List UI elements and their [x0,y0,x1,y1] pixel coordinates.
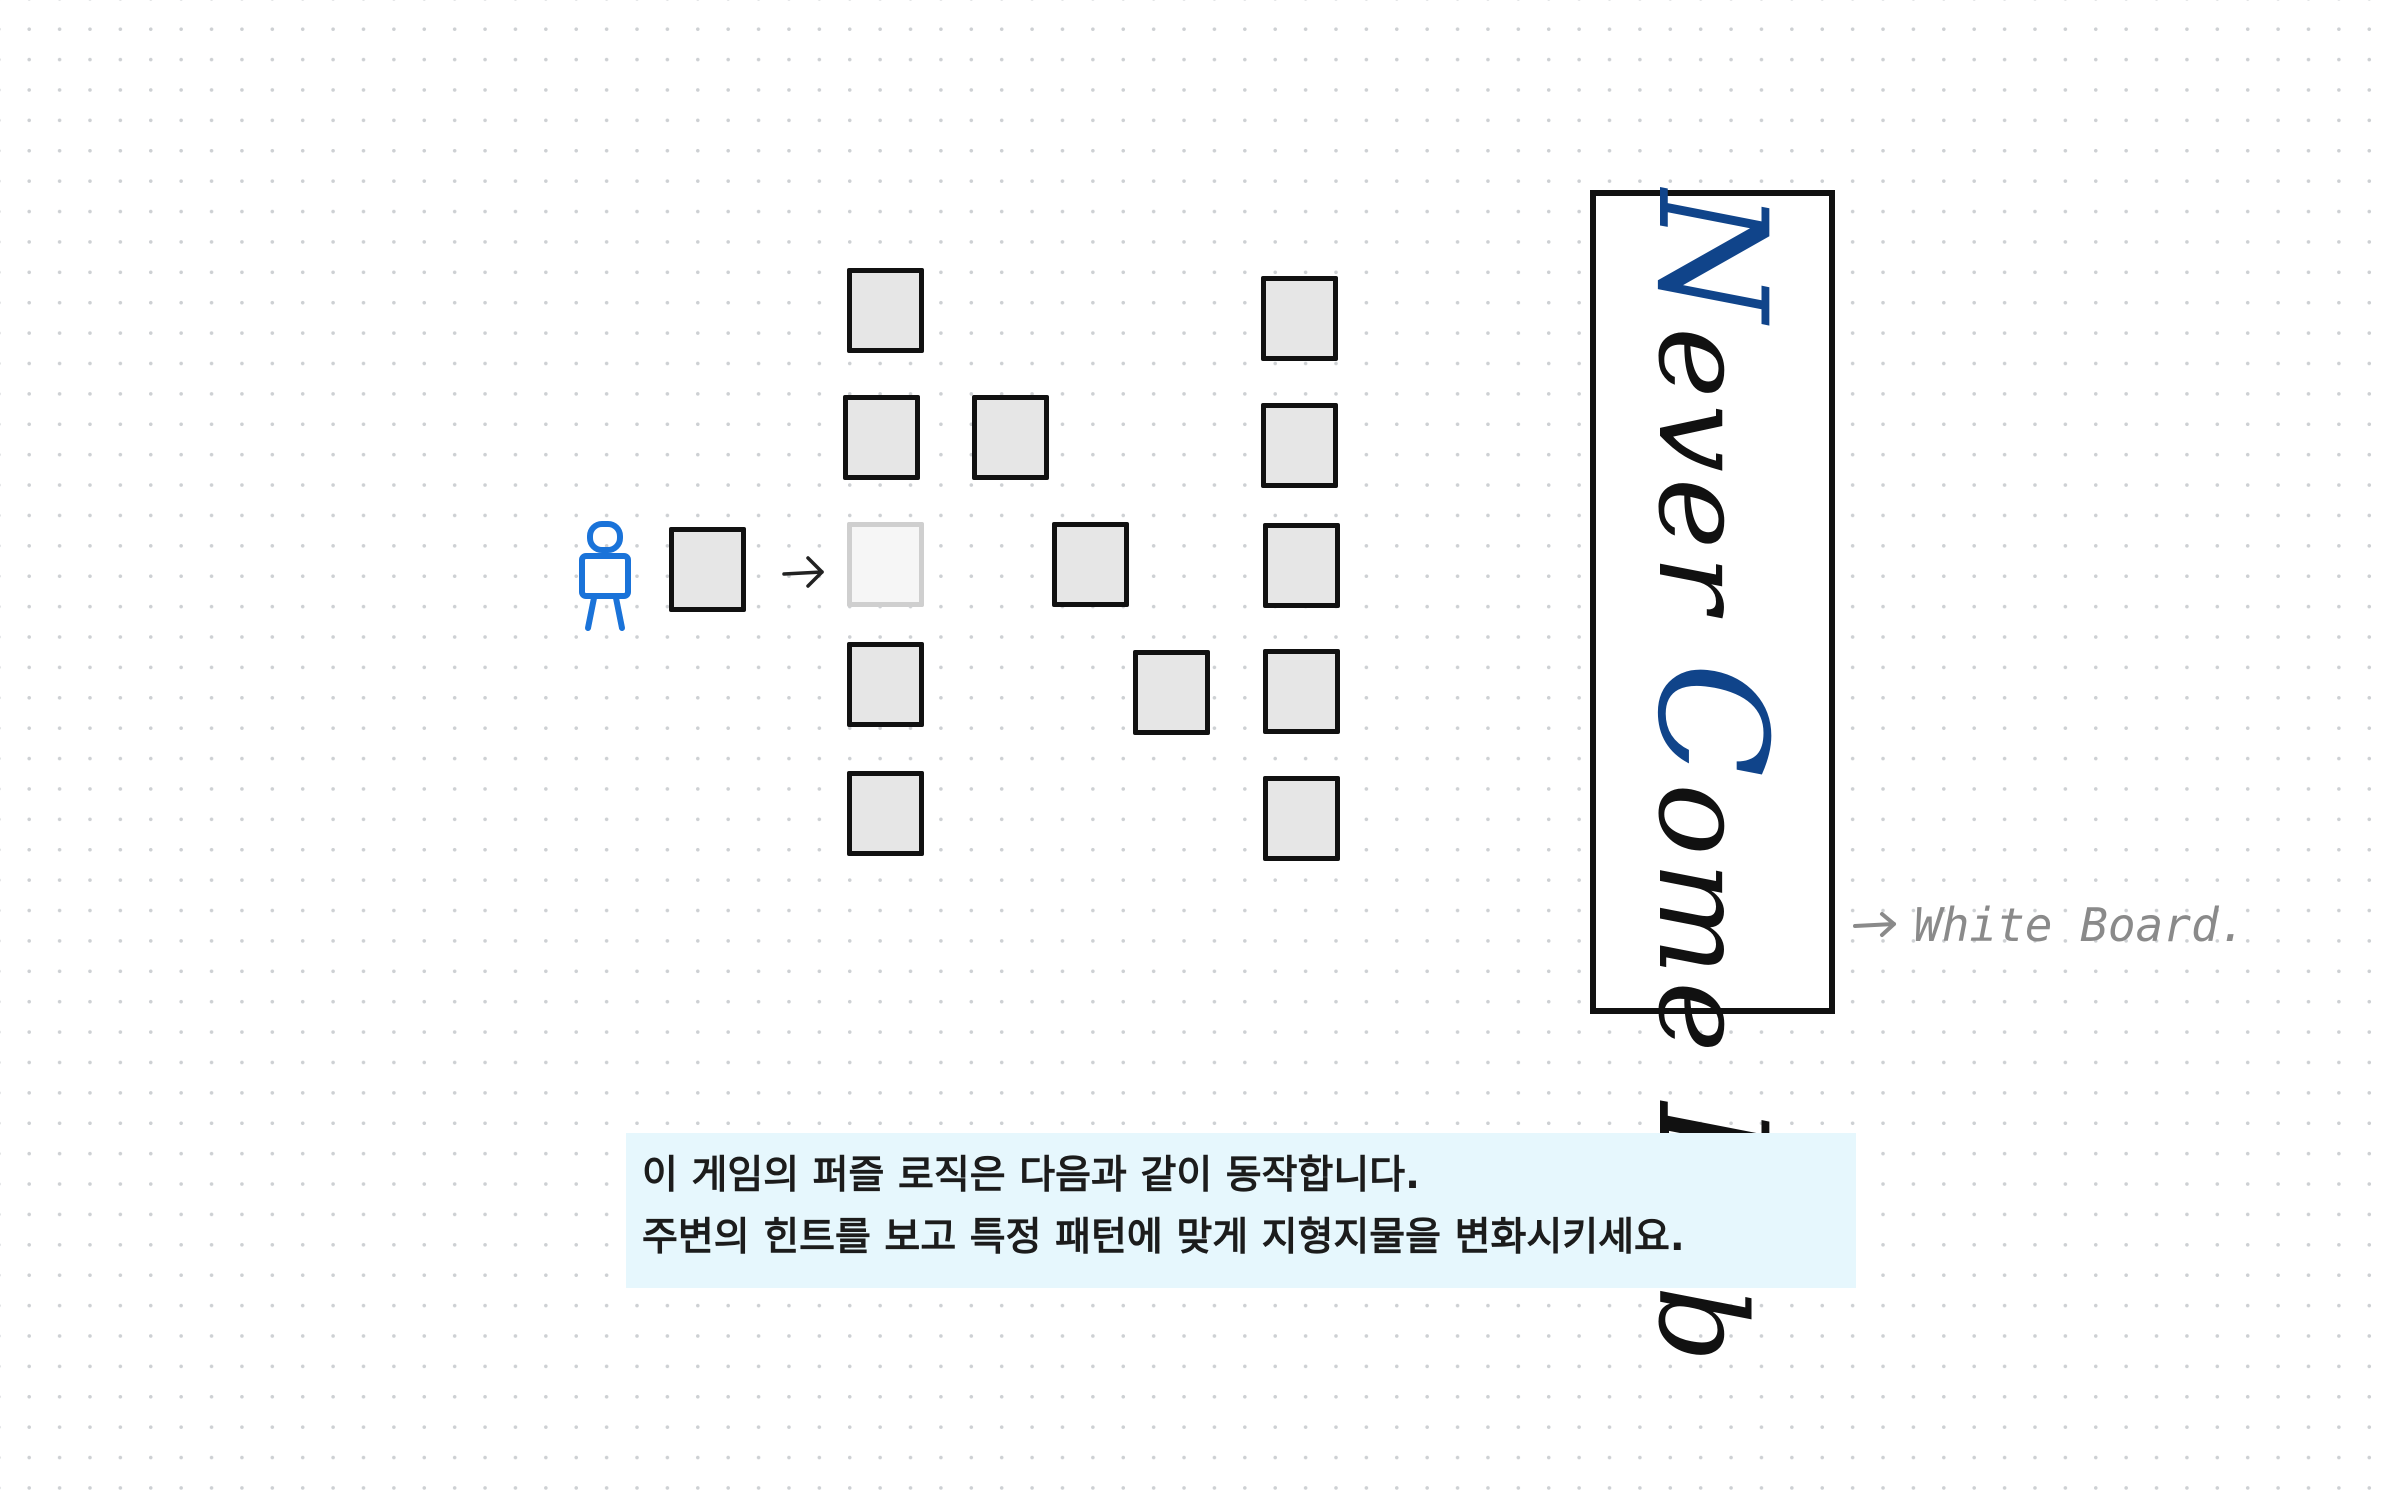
tile-right-col-4[interactable] [1263,649,1340,734]
sign-word-never-rest: ever [1631,327,1770,619]
tile-right-col-5[interactable] [1263,776,1340,861]
sign-word-come: Come [1620,663,1798,1059]
annotation-label: White Board. [1914,898,2247,952]
player-stick-figure-icon [579,521,631,631]
sign-word-never: Never [1620,190,1798,619]
tile-start[interactable] [669,527,746,612]
tile-right-col-3[interactable] [1263,523,1340,608]
title-sign-text: Never Come Lab [1624,190,1798,1369]
arrow-right-icon [782,556,824,588]
tile-diagonal-3[interactable] [1133,650,1210,735]
tile-left-col-5[interactable] [847,771,924,856]
tile-left-col-4[interactable] [847,642,924,727]
instruction-line-1: 이 게임의 퍼즐 로직은 다음과 같이 동작합니다. [642,1153,1421,1198]
whiteboard-annotation: White Board. [1852,898,2246,952]
tile-left-col-2[interactable] [843,395,920,480]
sign-word-come-rest: ome [1631,783,1770,1059]
sign-word-never-initial: N [1624,190,1798,328]
instruction-note: 이 게임의 퍼즐 로직은 다음과 같이 동작합니다. 주변의 힌트를 보고 특정… [626,1133,1856,1288]
tile-diagonal-2[interactable] [1052,522,1129,607]
tile-diagonal-1[interactable] [972,395,1049,480]
annotation-arrow-right-icon [1853,912,1896,937]
tile-right-col-1[interactable] [1261,276,1338,361]
tile-left-col-1[interactable] [847,268,924,353]
title-sign-frame [1590,190,1835,1014]
tile-right-col-2[interactable] [1261,403,1338,488]
sign-word-come-initial: C [1624,662,1798,784]
instruction-line-2: 주변의 힌트를 보고 특정 패턴에 맞게 지형지물을 변화시키세요. [642,1215,1685,1260]
tile-missing-ghost[interactable] [847,522,924,607]
